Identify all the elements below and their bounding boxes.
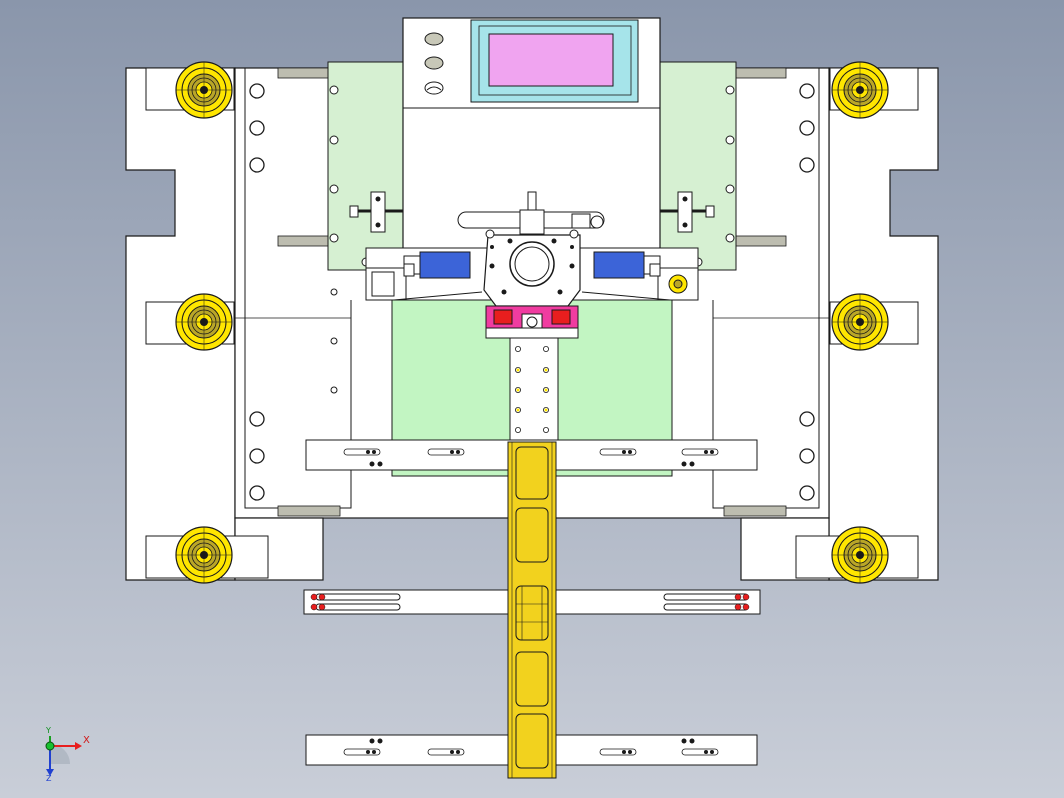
gripper-block [485, 305, 579, 339]
axis-triad: X Y Z [38, 726, 98, 788]
y-axis-label: Y [46, 726, 51, 735]
right-air-cylinder [593, 251, 645, 279]
lcd-display [470, 19, 639, 103]
x-axis-label: X [83, 735, 90, 746]
left-air-cylinder [419, 251, 471, 279]
cylinder-assembly [365, 191, 699, 307]
yellow-material-strip [507, 441, 557, 779]
axis-triad-graphic [45, 736, 82, 776]
feeder-rail [509, 337, 559, 443]
mounting-holes [249, 83, 815, 501]
green-side-plates [327, 61, 737, 271]
z-axis-label: Z [46, 774, 52, 783]
